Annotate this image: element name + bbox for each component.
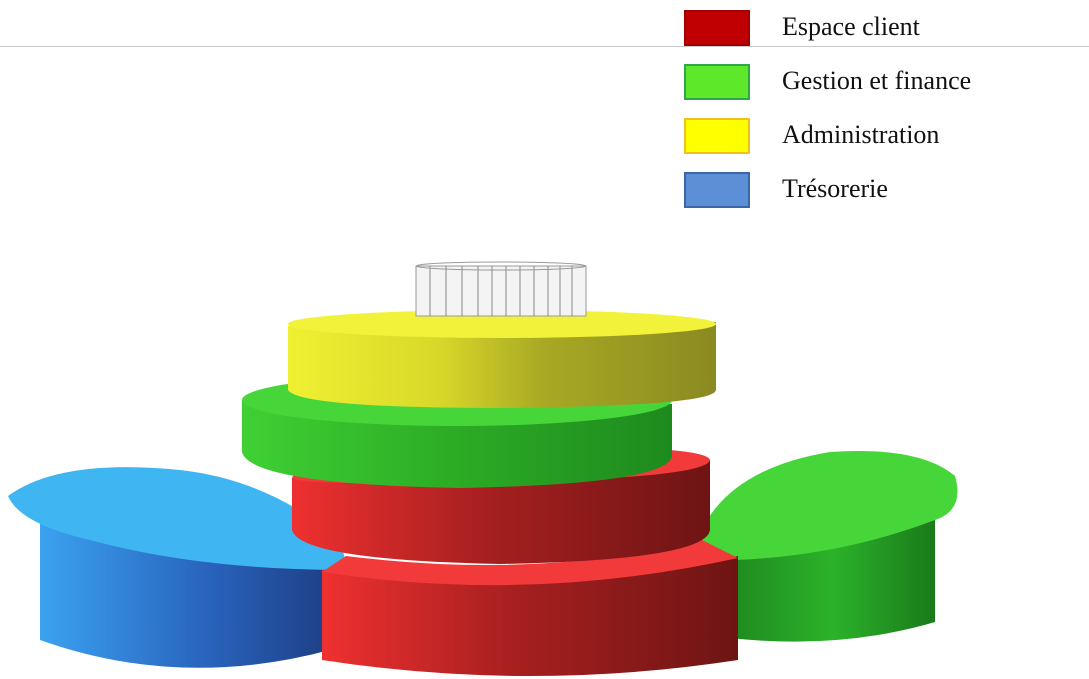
legend-swatch-espace-client (684, 10, 750, 46)
legend-label-administration: Administration (782, 120, 940, 149)
legend-item-administration: Administration (684, 114, 1084, 154)
cylinder-tresorerie (8, 467, 348, 668)
legend-item-espace-client: Espace client (684, 6, 1084, 46)
cylinder-gestion-right (695, 451, 958, 642)
legend-label-gestion-finance: Gestion et finance (782, 66, 972, 95)
legend-swatch-tresorerie (684, 172, 750, 208)
legend-swatch-administration (684, 118, 750, 154)
cylinder-espace-bottom-top (322, 540, 738, 586)
cylinder-gestion-right-top (695, 451, 958, 560)
top-rule (0, 46, 1089, 47)
cylinder-tresorerie-top (8, 467, 348, 570)
cylinder-espace-bottom (322, 540, 738, 676)
cylinder-administration (288, 310, 716, 408)
legend-item-tresorerie: Trésorerie (684, 168, 1084, 208)
legend-label-espace-client: Espace client (782, 12, 920, 41)
cylinder-wireframe-body (415, 265, 587, 317)
cylinder-espace-bottom-side (322, 556, 738, 676)
cylinder-wireframe-rim (415, 261, 587, 271)
legend-label-tresorerie: Trésorerie (782, 174, 888, 203)
cylinder-administration-top (288, 310, 716, 338)
cylinder-administration-side (288, 322, 716, 408)
legend-swatch-gestion-finance (684, 64, 750, 100)
cylinder-wireframe-top (415, 261, 587, 317)
legend-item-gestion-finance: Gestion et finance (684, 60, 1084, 100)
legend: Espace client Gestion et finance Adminis… (684, 0, 1084, 230)
cylinder-espace-middle-side (292, 460, 710, 564)
